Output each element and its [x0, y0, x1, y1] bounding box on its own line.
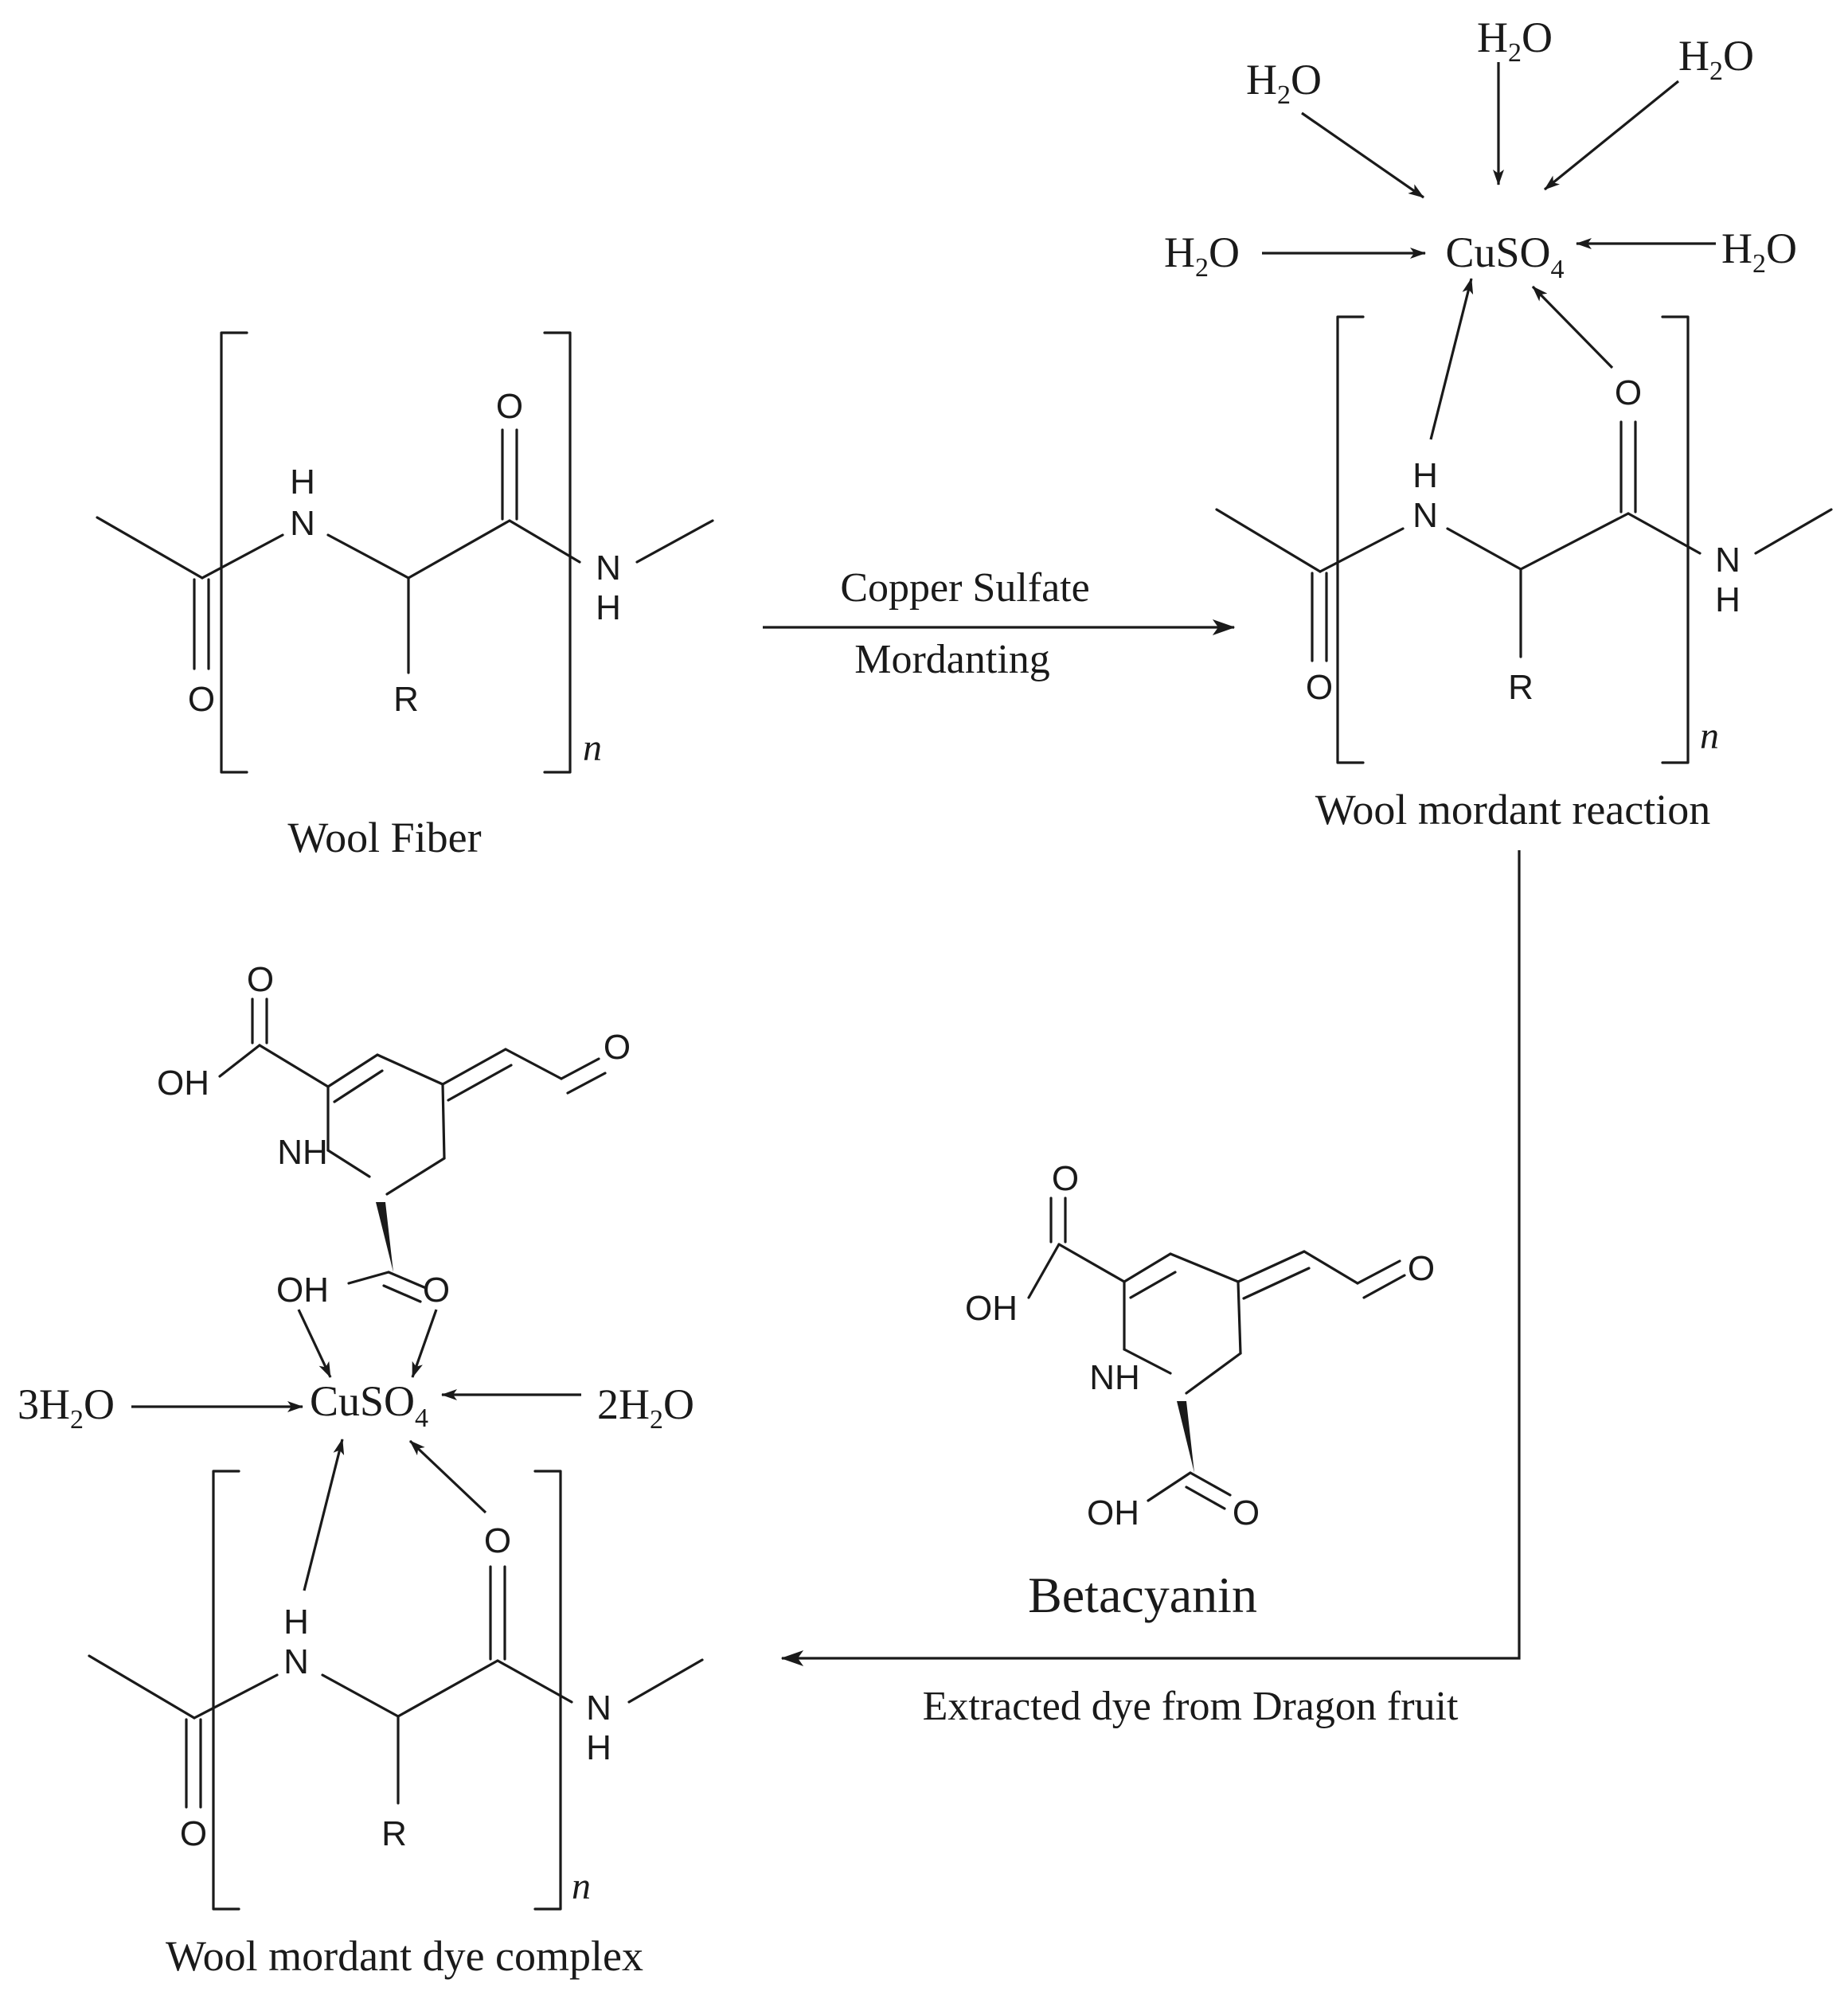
atom-o: O: [1233, 1493, 1260, 1532]
wool-mordant-dye-complex-label: Wool mordant dye complex: [166, 1932, 643, 1980]
atom-o: O: [1615, 373, 1642, 412]
betacyanin-structure: O OH O NH OH O: [965, 1159, 1435, 1532]
atom-r: R: [381, 1814, 407, 1853]
step1-process-label: Mordanting: [854, 637, 1050, 682]
water-ligand: H2O: [1246, 56, 1322, 110]
atom-o: O: [423, 1271, 450, 1310]
atom-h: H: [290, 463, 315, 502]
atom-nh: NH: [277, 1133, 328, 1172]
water-ligand: H2O: [1477, 14, 1553, 68]
step2-reagent-label: Extracted dye from Dragon fruit: [923, 1684, 1459, 1729]
atom-oh: OH: [965, 1289, 1018, 1328]
bracket-left: [220, 331, 248, 774]
water-ligand: H2O: [1164, 228, 1240, 283]
repeat-n: n: [583, 727, 602, 769]
atom-o: O: [1052, 1159, 1079, 1198]
step1-reagent-label: Copper Sulfate: [840, 565, 1089, 611]
atom-nh: NH: [1089, 1358, 1140, 1397]
atom-oh: OH: [276, 1271, 329, 1310]
bracket-right: [543, 331, 572, 774]
atom-n: N: [586, 1689, 611, 1728]
water-ligand: H2O: [1721, 224, 1797, 279]
atom-h: H: [1715, 580, 1741, 619]
betacyanin-label: Betacyanin: [1028, 1567, 1257, 1623]
atom-n: N: [1715, 541, 1741, 580]
step2-arrow: [780, 850, 1521, 1666]
atom-h: H: [586, 1728, 611, 1767]
wool-fiber-label: Wool Fiber: [287, 814, 481, 861]
atom-o: O: [188, 680, 215, 719]
wool-mordant-dye-complex-structure: O OH O NH OH O CuSO4 3H2O 2H2O H N N: [18, 960, 704, 1911]
wool-fiber-structure: H N N H O O R n: [96, 331, 714, 774]
atom-h: H: [596, 588, 621, 627]
atom-h: H: [283, 1603, 309, 1642]
atom-r: R: [1508, 668, 1533, 707]
atom-o: O: [604, 1028, 631, 1067]
atom-oh: OH: [1087, 1493, 1139, 1532]
two-water-ligand: 2H2O: [597, 1380, 694, 1435]
repeat-n: n: [1700, 715, 1719, 757]
atom-o: O: [1408, 1249, 1435, 1288]
atom-n: N: [290, 504, 315, 543]
wool-mordant-reaction-label: Wool mordant reaction: [1315, 786, 1711, 834]
atom-n: N: [283, 1642, 309, 1681]
copper-sulfate-center: CuSO4: [1445, 228, 1564, 284]
atom-o: O: [1306, 668, 1333, 707]
atom-o: O: [484, 1521, 511, 1560]
atom-n: N: [596, 549, 621, 588]
atom-oh: OH: [157, 1064, 209, 1103]
repeat-n: n: [572, 1865, 591, 1907]
atom-o: O: [247, 960, 274, 999]
atom-o: O: [180, 1814, 207, 1853]
atom-o: O: [496, 387, 523, 426]
wool-mordant-structure: CuSO4 H2O H2O H2O H2O H2O H N N H O O: [1164, 14, 1833, 764]
three-water-ligand: 3H2O: [18, 1380, 115, 1435]
atom-n: N: [1412, 496, 1438, 535]
water-ligand: H2O: [1678, 32, 1754, 86]
copper-sulfate-center: CuSO4: [310, 1377, 428, 1433]
atom-r: R: [393, 680, 419, 719]
atom-h: H: [1412, 456, 1438, 495]
